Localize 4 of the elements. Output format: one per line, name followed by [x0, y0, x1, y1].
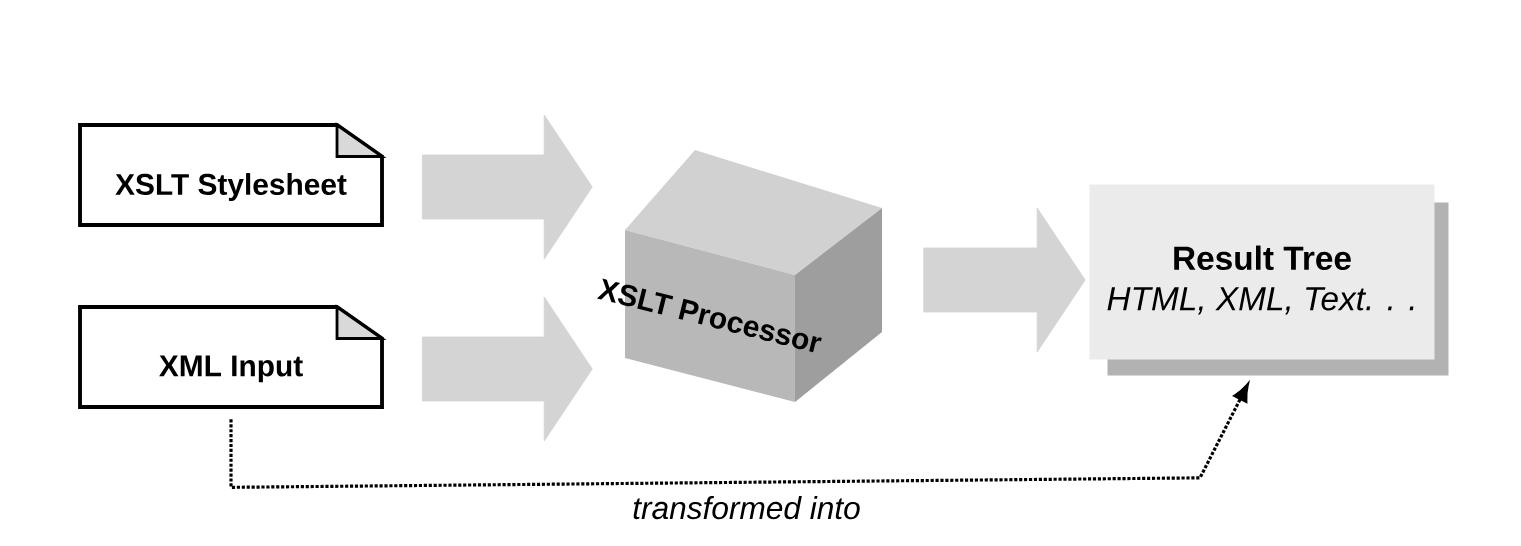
- block-arrow: [421, 114, 593, 260]
- block-arrow: [923, 207, 1086, 353]
- edge-label: transformed into: [628, 492, 865, 523]
- result-box: Result Tree HTML, XML, Text. . .: [1089, 184, 1449, 376]
